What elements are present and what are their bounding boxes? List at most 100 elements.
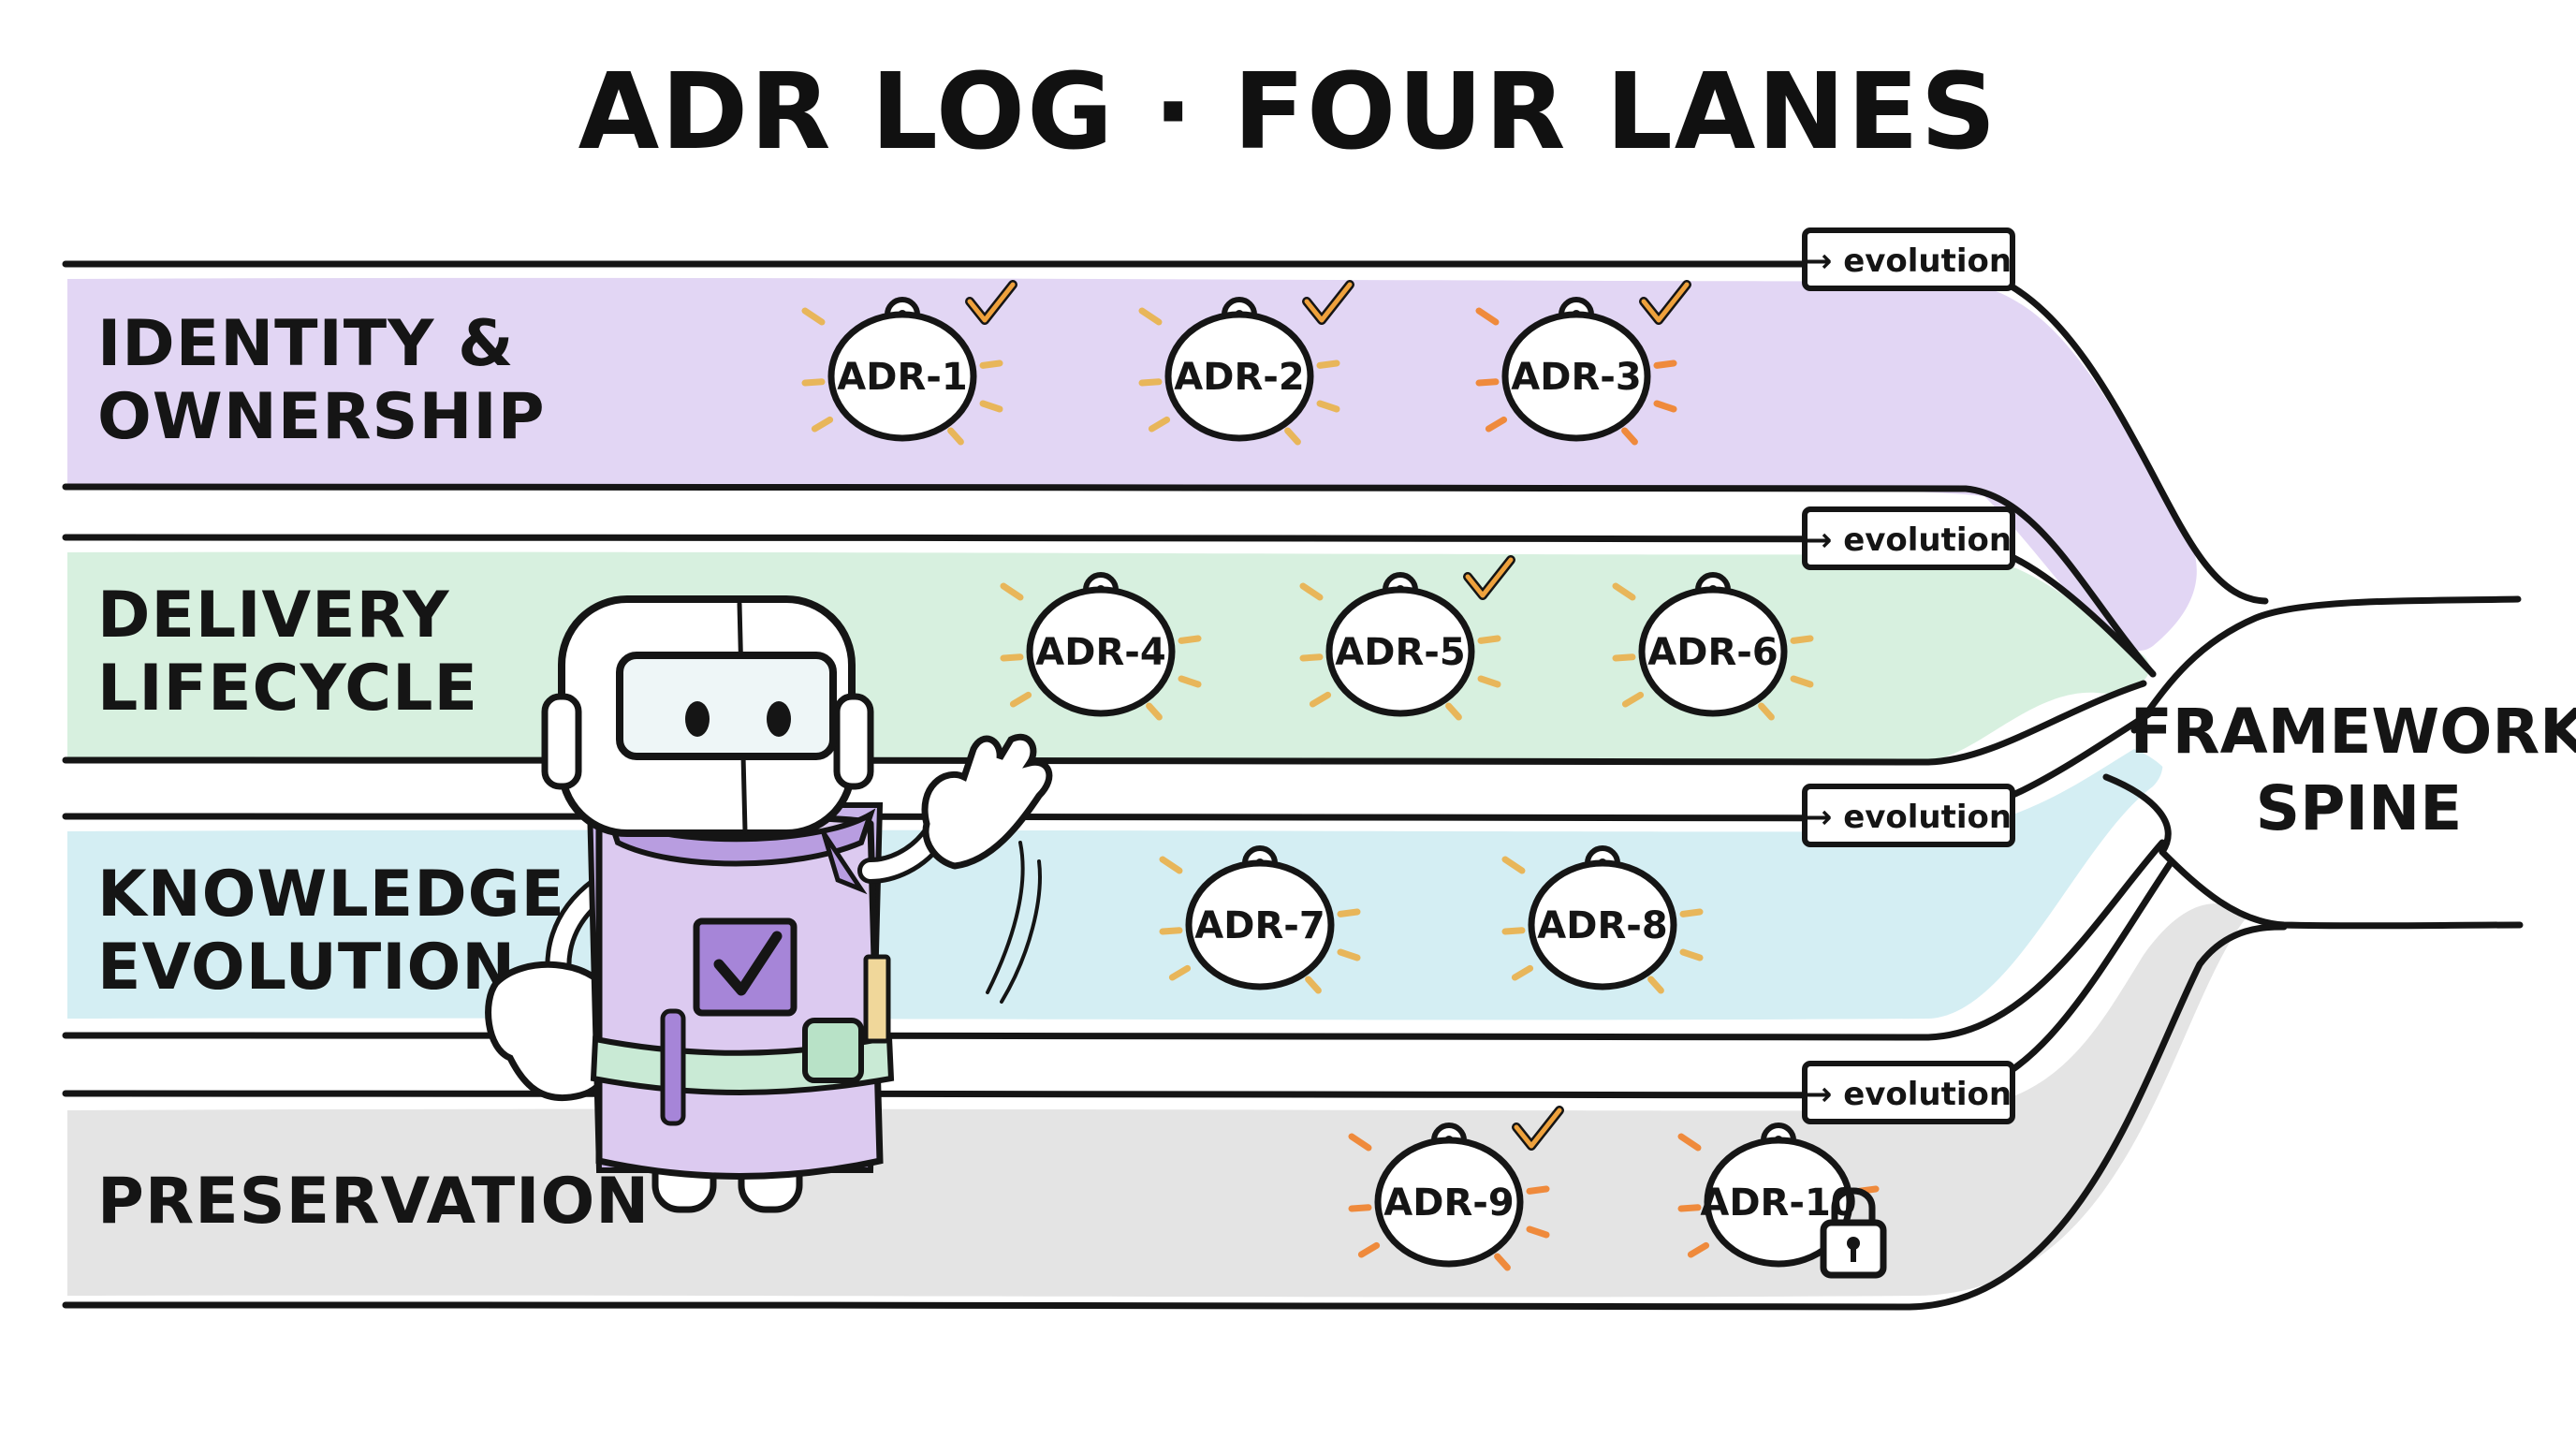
sparkle-stroke bbox=[1348, 1204, 1372, 1212]
sparkle-stroke bbox=[1647, 976, 1664, 994]
adr-tag-label: ADR-1 bbox=[837, 356, 967, 399]
sparkle-stroke bbox=[1511, 964, 1534, 981]
lane-identity-band bbox=[67, 277, 2197, 652]
adr-tag-disc bbox=[1704, 1137, 1853, 1268]
lane-label-preservation: PRESERVATION bbox=[97, 1165, 650, 1239]
sparkle-icon bbox=[1348, 1133, 1550, 1271]
svg-text:→ evolution: → evolution bbox=[1806, 799, 2012, 836]
sparkle-stroke bbox=[1138, 378, 1163, 387]
adr-tag-label: ADR-8 bbox=[1537, 904, 1667, 947]
sparkle-stroke bbox=[1687, 1241, 1710, 1258]
robot-visor bbox=[616, 652, 837, 760]
adr-tag-adr-6: ADR-6 bbox=[1612, 572, 1814, 721]
sparkle-icon bbox=[1159, 856, 1361, 994]
adr-tag-label: ADR-2 bbox=[1174, 356, 1304, 399]
check-icon bbox=[965, 280, 1017, 325]
sparkle-stroke bbox=[979, 400, 1003, 413]
sparkle-stroke bbox=[1677, 1204, 1702, 1212]
sparkle-stroke bbox=[1299, 582, 1324, 601]
check-fill bbox=[967, 282, 1016, 323]
adr-tag-adr-10: ADR-10 bbox=[1677, 1123, 1887, 1279]
sparkle-stroke bbox=[1790, 635, 1814, 644]
sparkle-icon bbox=[1612, 582, 1814, 721]
adr-tag-disc bbox=[1374, 1137, 1524, 1268]
adr-tag-label: ADR-7 bbox=[1194, 904, 1325, 947]
sparkle-stroke bbox=[811, 416, 834, 433]
sparkle-stroke bbox=[1357, 1241, 1381, 1258]
sparkle-icon bbox=[801, 307, 1003, 446]
check-icon bbox=[1463, 555, 1515, 600]
check-fill bbox=[1514, 1108, 1562, 1149]
adr-tag-adr-7: ADR-7 bbox=[1159, 845, 1361, 994]
sparkle-stroke bbox=[1146, 702, 1163, 721]
lane-labels: IDENTITY & OWNERSHIP DELIVERY LIFECYCLE … bbox=[97, 307, 650, 1239]
sparkle-stroke bbox=[1000, 653, 1024, 662]
sparkle-stroke bbox=[1477, 635, 1501, 644]
sparkle-stroke bbox=[1138, 307, 1163, 326]
sparkle-stroke bbox=[801, 307, 826, 326]
sparkle-stroke bbox=[1653, 360, 1677, 369]
sparkle-stroke bbox=[1679, 948, 1704, 961]
lane-label-identity-2: OWNERSHIP bbox=[97, 380, 546, 454]
adr-tag-adr-2: ADR-2 bbox=[1138, 280, 1354, 446]
lane-label-knowledge-2: EVOLUTION bbox=[97, 931, 516, 1005]
sparkle-stroke bbox=[1526, 1185, 1550, 1195]
sparkle-icon bbox=[1138, 307, 1340, 446]
sparkle-stroke bbox=[1337, 908, 1361, 917]
adr-tag-disc bbox=[1638, 586, 1788, 717]
sparkle-stroke bbox=[1494, 1253, 1511, 1271]
evolution-tag-delivery: → evolution bbox=[1802, 506, 2015, 570]
adr-tag-disc bbox=[1501, 311, 1651, 442]
robot-mascot bbox=[485, 595, 1053, 1213]
lane-label-delivery-2: LIFECYCLE bbox=[97, 652, 478, 726]
lane-label-identity-1: IDENTITY & bbox=[97, 307, 514, 381]
checkbox-icon bbox=[693, 917, 798, 1017]
sparkle-icon bbox=[1501, 856, 1704, 994]
sparkle-stroke bbox=[1348, 1133, 1372, 1152]
adr-tag-adr-9: ADR-9 bbox=[1348, 1106, 1564, 1271]
sparkle-stroke bbox=[1501, 927, 1526, 935]
sparkle-stroke bbox=[1612, 582, 1636, 601]
adr-tag-adr-8: ADR-8 bbox=[1501, 845, 1704, 994]
sparkle-stroke bbox=[1679, 908, 1704, 917]
sparkle-stroke bbox=[1445, 702, 1462, 721]
padlock-keyhole bbox=[1847, 1237, 1860, 1250]
sparkle-stroke bbox=[1178, 675, 1202, 688]
sparkle-stroke bbox=[1178, 635, 1202, 644]
sparkle-stroke bbox=[1000, 582, 1024, 601]
adr-tag-label: ADR-3 bbox=[1511, 356, 1641, 399]
lane-preservation-band bbox=[67, 903, 2247, 1298]
sparkle-stroke bbox=[1316, 360, 1340, 369]
spine-label-line-2: SPINE bbox=[2256, 772, 2463, 844]
robot-left-hand bbox=[485, 961, 622, 1102]
sparkle-stroke bbox=[1299, 653, 1324, 662]
check-fill bbox=[1641, 282, 1690, 323]
lane-label-delivery-1: DELIVERY bbox=[97, 579, 450, 653]
check-fill bbox=[1465, 557, 1514, 598]
sparkle-stroke bbox=[801, 378, 826, 387]
spine-shape bbox=[2134, 599, 2518, 927]
padlock-keyslot bbox=[1851, 1245, 1856, 1262]
padlock-icon bbox=[1820, 1187, 1887, 1279]
sparkle-icon bbox=[1000, 582, 1202, 721]
sparkle-stroke bbox=[1485, 416, 1508, 433]
adr-tag-label: ADR-5 bbox=[1335, 631, 1465, 674]
sparkle-stroke bbox=[1305, 976, 1322, 994]
sparkle-stroke bbox=[1337, 948, 1361, 961]
adr-tag-disc bbox=[1528, 859, 1677, 990]
check-icon bbox=[1302, 280, 1354, 325]
svg-text:→ evolution: → evolution bbox=[1806, 521, 2012, 559]
evolution-tag-identity: → evolution bbox=[1802, 227, 2015, 291]
sparkle-stroke bbox=[1677, 1133, 1702, 1152]
adr-tag-adr-5: ADR-5 bbox=[1299, 555, 1515, 721]
sparkle-stroke bbox=[1526, 1225, 1550, 1239]
adr-tag-adr-1: ADR-1 bbox=[801, 280, 1017, 446]
sparkle-stroke bbox=[1758, 702, 1775, 721]
sparkle-stroke bbox=[1653, 400, 1677, 413]
sparkle-stroke bbox=[1284, 427, 1301, 446]
svg-text:→ evolution: → evolution bbox=[1806, 1076, 2012, 1113]
sparkle-icon bbox=[1475, 307, 1677, 446]
sparkle-stroke bbox=[1477, 675, 1501, 688]
